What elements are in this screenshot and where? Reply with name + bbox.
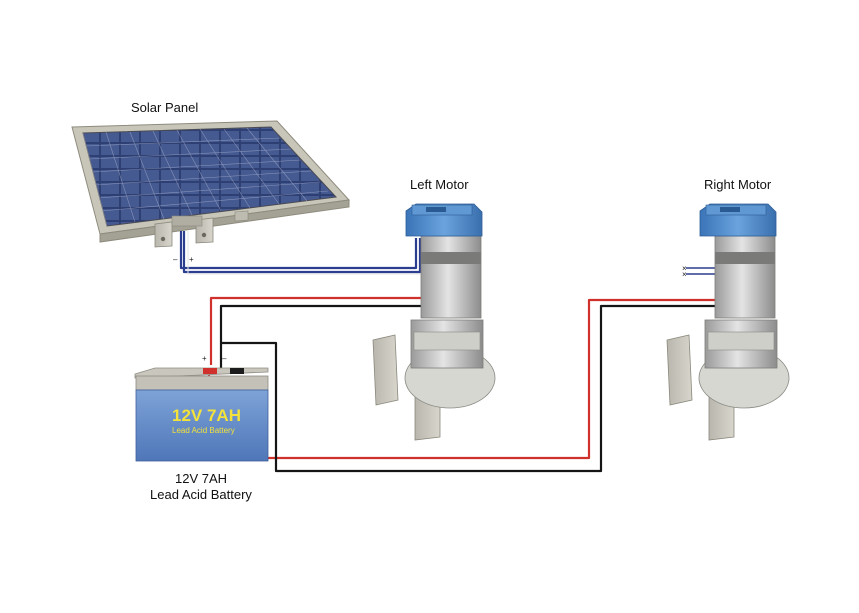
battery-negative-terminal: – bbox=[222, 354, 227, 363]
battery-positive-terminal: + bbox=[202, 354, 207, 363]
battery-label-type: Lead Acid Battery bbox=[150, 487, 252, 502]
right-motor-unused-leads bbox=[686, 267, 716, 275]
solar-positive-wire bbox=[179, 231, 418, 270]
svg-text:×: × bbox=[682, 270, 687, 279]
battery-negative-wire-left-motor bbox=[219, 262, 430, 368]
solar-panel bbox=[71, 120, 351, 248]
solar-panel-label: Solar Panel bbox=[131, 100, 198, 115]
battery-face-rating: 12V 7AH bbox=[172, 406, 241, 425]
battery: 12V 7AH Lead Acid Battery bbox=[134, 367, 269, 462]
left-motor bbox=[372, 203, 496, 441]
battery-label-rating: 12V 7AH bbox=[175, 471, 227, 486]
panel-negative-terminal: – bbox=[173, 255, 178, 264]
solar-negative-wire bbox=[182, 231, 422, 274]
panel-positive-terminal: + bbox=[189, 255, 194, 264]
right-motor-label: Right Motor bbox=[704, 177, 772, 192]
left-motor-label: Left Motor bbox=[410, 177, 469, 192]
right-motor bbox=[666, 203, 790, 441]
battery-face-type: Lead Acid Battery bbox=[172, 426, 235, 435]
svg-text:×: × bbox=[682, 264, 687, 273]
